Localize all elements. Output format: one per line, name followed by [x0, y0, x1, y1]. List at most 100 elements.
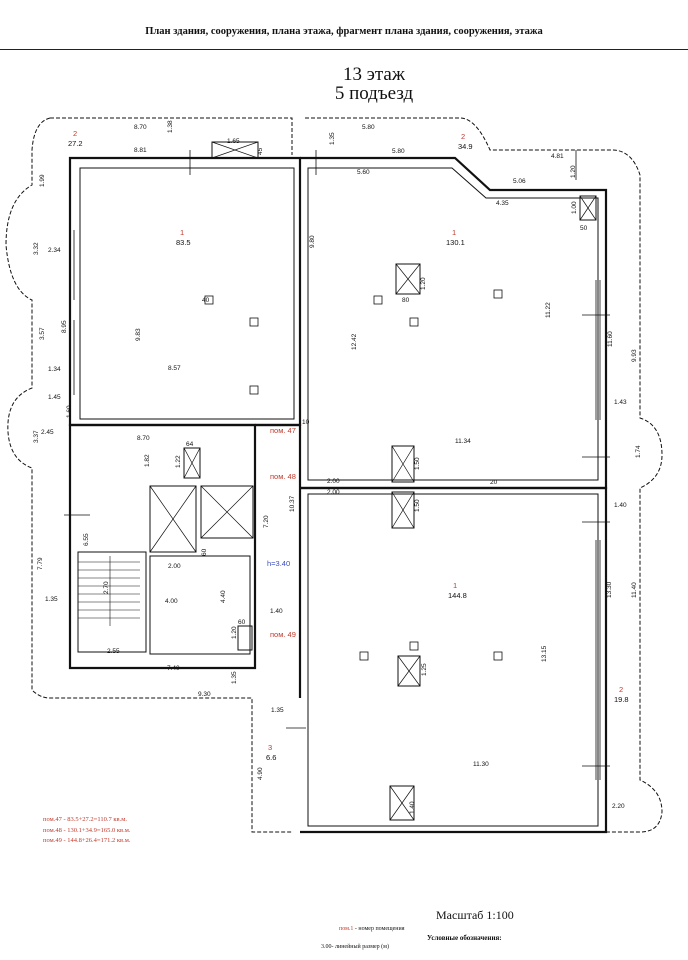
- entrance-title: 5 подъезд: [334, 83, 414, 104]
- dimension: 12.42: [351, 333, 358, 350]
- scale-label: Масштаб 1:100: [436, 908, 514, 922]
- premises-label: пом. 49: [270, 630, 296, 639]
- dimension: 1.40: [409, 801, 416, 814]
- dimension: 9.30: [198, 691, 211, 698]
- dimension: 2.34: [48, 247, 61, 254]
- dimension: 1.20: [420, 277, 427, 290]
- wall-core: [68, 423, 257, 670]
- vent-left: [183, 447, 201, 479]
- sink-box: [237, 625, 253, 651]
- dimension: 45: [257, 147, 264, 155]
- room-inner-right-bottom: [307, 493, 599, 827]
- dimension: 1.25: [421, 663, 428, 676]
- dimension: 1.74: [635, 445, 642, 458]
- room-number: 1: [453, 581, 457, 590]
- dimension: 2.70: [103, 581, 110, 594]
- dimension: 4.00: [165, 598, 178, 605]
- dimension: 1.20: [231, 626, 238, 639]
- area-note: пом.48 - 130.1+34.9=165.0 кв.м.: [43, 826, 131, 834]
- dimension: 3.57: [39, 327, 46, 340]
- dimension: 1.40: [614, 502, 627, 509]
- dimension: 6.55: [83, 533, 90, 546]
- wall-left-block: [68, 156, 302, 427]
- dimension: 2.55: [107, 648, 120, 655]
- dimension: 40: [202, 297, 210, 304]
- dimension: 2.00: [327, 489, 340, 496]
- dimension: 8.70: [134, 124, 147, 131]
- dimension: 9.83: [135, 328, 142, 341]
- vent-center-3: [391, 491, 415, 529]
- lift-1: [149, 485, 197, 553]
- dimension: 80: [402, 297, 410, 304]
- dimension: 1.60: [66, 405, 73, 418]
- dimension: 11.30: [473, 761, 489, 768]
- premises-label: пом. 47: [270, 426, 296, 435]
- dimension: 1.20: [570, 165, 577, 178]
- vent-center-2: [391, 445, 415, 483]
- dimension: 1.34: [48, 366, 61, 373]
- vent-center-5: [389, 785, 415, 821]
- vent-right: [579, 195, 597, 221]
- vent-top: [211, 141, 259, 159]
- dimension: 7.40: [167, 665, 180, 672]
- area-notes: пом.47 - 83.5+27.2=110.7 кв.м. пом.48 - …: [43, 815, 130, 847]
- dimension: 1.35: [329, 132, 336, 145]
- vent-center-1: [395, 263, 421, 295]
- dimension: 2.00: [327, 478, 340, 485]
- dimension: 60: [201, 548, 208, 556]
- room-number: 3: [268, 743, 272, 752]
- room-area: 144.8: [448, 591, 467, 600]
- dimension: 1.82: [144, 454, 151, 467]
- dimension: 9.80: [309, 235, 316, 248]
- room-area: 83.5: [176, 238, 191, 247]
- dimension: 1.50: [414, 499, 421, 512]
- area-note: пом.49 - 144.8+26.4=171.2 кв.м.: [43, 837, 131, 844]
- dimension: 7.20: [263, 515, 270, 528]
- dimension: 5.06: [513, 178, 526, 185]
- dimension: 1.50: [414, 457, 421, 470]
- room-number: 2: [461, 132, 465, 141]
- room-number: 2: [73, 129, 77, 138]
- header-title: План здания, сооружения, плана этажа, фр…: [145, 26, 543, 37]
- dimension: 8.70: [137, 435, 150, 442]
- area-note: пом.47 - 83.5+27.2=110.7 кв.м.: [43, 816, 127, 823]
- dimension: 11.22: [545, 302, 552, 318]
- dimension: 11.34: [455, 438, 471, 445]
- core-room: [149, 555, 251, 655]
- floor-title: 13 этаж: [342, 64, 405, 85]
- room-area: 27.2: [68, 139, 83, 148]
- room-number: 1: [180, 228, 184, 237]
- dimension: 13.15: [541, 645, 548, 662]
- lift-2: [200, 485, 254, 539]
- dimension: 1.40: [270, 608, 283, 615]
- dimension: 9.93: [631, 349, 638, 362]
- dimension: 1.00: [571, 201, 578, 214]
- dimension: 2.45: [41, 429, 54, 436]
- dimension: 5.80: [362, 124, 375, 131]
- dimension: 3.32: [33, 242, 40, 255]
- room-area: 6.6: [266, 753, 276, 762]
- dimension: 1.99: [39, 174, 46, 187]
- dimension: 5.80: [392, 148, 405, 155]
- dimension: 1.43: [614, 399, 627, 406]
- dimension: 8.57: [168, 365, 181, 372]
- room-inner-right-top: [307, 167, 599, 481]
- dimension: 4.35: [496, 200, 509, 207]
- dimension: 11.60: [607, 331, 614, 347]
- legend-room-number: пом.1 - номер помещения: [339, 926, 404, 932]
- dimension: 1.35: [231, 671, 238, 684]
- room-area: 19.8: [614, 695, 629, 704]
- legend-dimension: 3.00- линейный размер (м): [321, 944, 389, 950]
- balcony-outline: [5, 117, 663, 833]
- dimension: 2.00: [168, 563, 181, 570]
- dimension: 1.35: [271, 707, 284, 714]
- dimension: 1.65: [227, 138, 240, 145]
- room-area: 130.1: [446, 238, 465, 247]
- dimension: 1.22: [175, 455, 182, 468]
- room-inner-left: [79, 167, 295, 420]
- wall-right-top: [300, 156, 608, 490]
- dimension: 1.35: [45, 596, 58, 603]
- dimension: 1.45: [48, 394, 61, 401]
- dimension: 2.20: [612, 803, 625, 810]
